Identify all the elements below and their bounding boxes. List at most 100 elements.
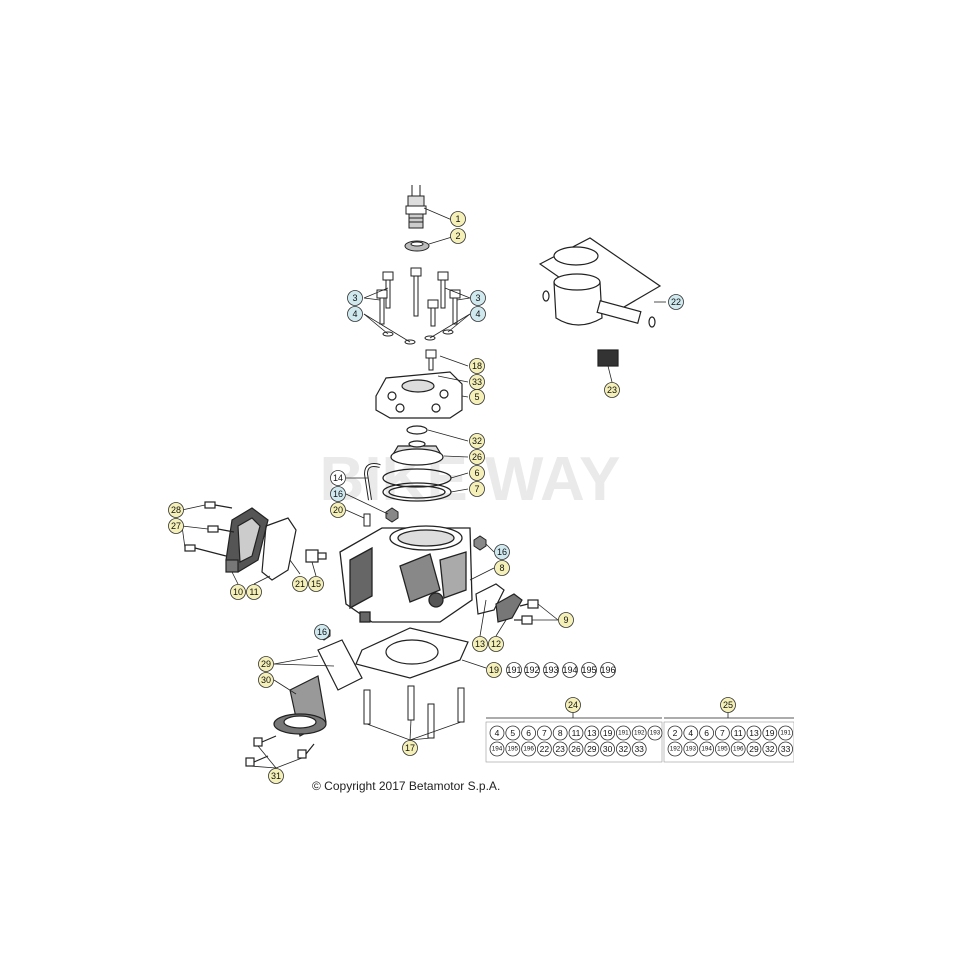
callout-label: 25 bbox=[723, 700, 733, 710]
callout-label: 6 bbox=[474, 468, 479, 478]
kit-item-13: 13 bbox=[584, 725, 600, 741]
callout-25: 25 bbox=[720, 697, 736, 713]
kit-item-4: 4 bbox=[683, 725, 699, 741]
kit-item-label: 8 bbox=[558, 728, 563, 738]
kit-item-33: 33 bbox=[631, 741, 647, 757]
callout-4: 4 bbox=[470, 306, 486, 322]
callout-label: 29 bbox=[261, 659, 271, 669]
callout-20: 20 bbox=[330, 502, 346, 518]
callout-label: 15 bbox=[311, 579, 321, 589]
callout-21: 21 bbox=[292, 576, 308, 592]
cylinder-head bbox=[375, 371, 463, 419]
kit-item-7: 7 bbox=[537, 725, 552, 741]
callout-192: 192 bbox=[524, 662, 540, 678]
kit-item-label: 13 bbox=[587, 728, 597, 738]
kit-item-label: 29 bbox=[587, 744, 597, 754]
kit-item-label: 29 bbox=[749, 744, 759, 754]
callout-label: 13 bbox=[475, 639, 485, 649]
cylinder-block bbox=[339, 525, 473, 623]
kit-item-196: 196 bbox=[730, 741, 746, 757]
kit-item-4: 4 bbox=[489, 725, 505, 741]
kit-item-26: 26 bbox=[568, 741, 584, 757]
spark-plug bbox=[405, 185, 427, 229]
kit-item-195: 195 bbox=[505, 741, 521, 757]
callout-31: 31 bbox=[268, 768, 284, 784]
kit-item-label: 22 bbox=[540, 744, 550, 754]
callout-8: 8 bbox=[494, 560, 510, 576]
piston-assembly bbox=[538, 237, 662, 367]
kit-item-7: 7 bbox=[715, 725, 730, 741]
studs-17 bbox=[363, 685, 465, 739]
kit-item-label: 11 bbox=[734, 728, 743, 738]
callout-label: 18 bbox=[472, 361, 482, 371]
kit-item-2: 2 bbox=[667, 725, 683, 741]
callout-27: 27 bbox=[168, 518, 184, 534]
kit-item-label: 192 bbox=[670, 746, 681, 753]
kit-item-193: 193 bbox=[683, 741, 699, 757]
kit-item-label: 33 bbox=[634, 744, 644, 754]
screw-20 bbox=[363, 513, 371, 527]
callout-label: 27 bbox=[171, 521, 181, 531]
callout-label: 17 bbox=[405, 743, 415, 753]
callout-label: 33 bbox=[472, 377, 482, 387]
callout-label: 20 bbox=[333, 505, 343, 515]
callout-15: 15 bbox=[308, 576, 324, 592]
kit-item-23: 23 bbox=[552, 741, 568, 757]
callout-label: 14 bbox=[333, 473, 343, 483]
callout-label: 16 bbox=[497, 547, 507, 557]
callout-17: 17 bbox=[402, 740, 418, 756]
kit-item-label: 192 bbox=[634, 730, 645, 737]
callout-28: 28 bbox=[168, 502, 184, 518]
callout-label: 23 bbox=[607, 385, 617, 395]
callout-13: 13 bbox=[472, 636, 488, 652]
kit-item-label: 194 bbox=[492, 746, 503, 753]
callout-191: 191 bbox=[506, 662, 522, 678]
kit-item-19: 19 bbox=[762, 725, 778, 741]
kit-item-5: 5 bbox=[505, 725, 521, 741]
kit-item-11: 11 bbox=[730, 725, 746, 741]
callout-label: 2 bbox=[455, 231, 460, 241]
kit-item-label: 7 bbox=[542, 728, 547, 738]
callout-9: 9 bbox=[558, 612, 574, 628]
callout-label: 30 bbox=[261, 675, 271, 685]
kit-item-29: 29 bbox=[746, 741, 762, 757]
kit-item-6: 6 bbox=[699, 725, 714, 741]
kit-item-label: 6 bbox=[526, 728, 531, 738]
kit-item-label: 13 bbox=[749, 728, 759, 738]
callout-6: 6 bbox=[469, 465, 485, 481]
callout-5: 5 bbox=[469, 389, 485, 405]
callout-label: 12 bbox=[491, 639, 501, 649]
kit-item-6: 6 bbox=[521, 725, 536, 741]
kit-item-label: 193 bbox=[650, 730, 661, 737]
callout-label: 9 bbox=[563, 615, 568, 625]
kit-item-label: 195 bbox=[717, 746, 728, 753]
diagram-sheet: BIKE WAY bbox=[168, 185, 794, 794]
intake-manifold bbox=[245, 639, 363, 767]
callout-label: 32 bbox=[472, 436, 482, 446]
exploded-parts-diagram: BIKE WAY bbox=[168, 185, 794, 784]
callout-11: 11 bbox=[246, 584, 262, 600]
kit-item-193: 193 bbox=[647, 725, 663, 741]
kit-item-label: 19 bbox=[765, 728, 775, 738]
callout-32: 32 bbox=[469, 433, 485, 449]
callout-3: 3 bbox=[347, 290, 363, 306]
kit-item-label: 23 bbox=[555, 744, 565, 754]
washer-2 bbox=[404, 240, 430, 252]
callout-26: 26 bbox=[469, 449, 485, 465]
callout-2: 2 bbox=[450, 228, 466, 244]
kit-item-label: 2 bbox=[673, 728, 678, 738]
callout-label: 24 bbox=[568, 700, 578, 710]
callout-label: 195 bbox=[581, 665, 596, 675]
callout-label: 26 bbox=[472, 452, 482, 462]
kit-item-8: 8 bbox=[552, 725, 568, 741]
callout-label: 21 bbox=[295, 579, 305, 589]
kit-item-11: 11 bbox=[568, 725, 584, 741]
callout-193: 193 bbox=[543, 662, 559, 678]
kit-item-label: 191 bbox=[618, 730, 629, 737]
callout-label: 196 bbox=[600, 665, 615, 675]
kit-item-label: 194 bbox=[701, 746, 712, 753]
callout-23: 23 bbox=[604, 382, 620, 398]
callout-label: 28 bbox=[171, 505, 181, 515]
callout-30: 30 bbox=[258, 672, 274, 688]
